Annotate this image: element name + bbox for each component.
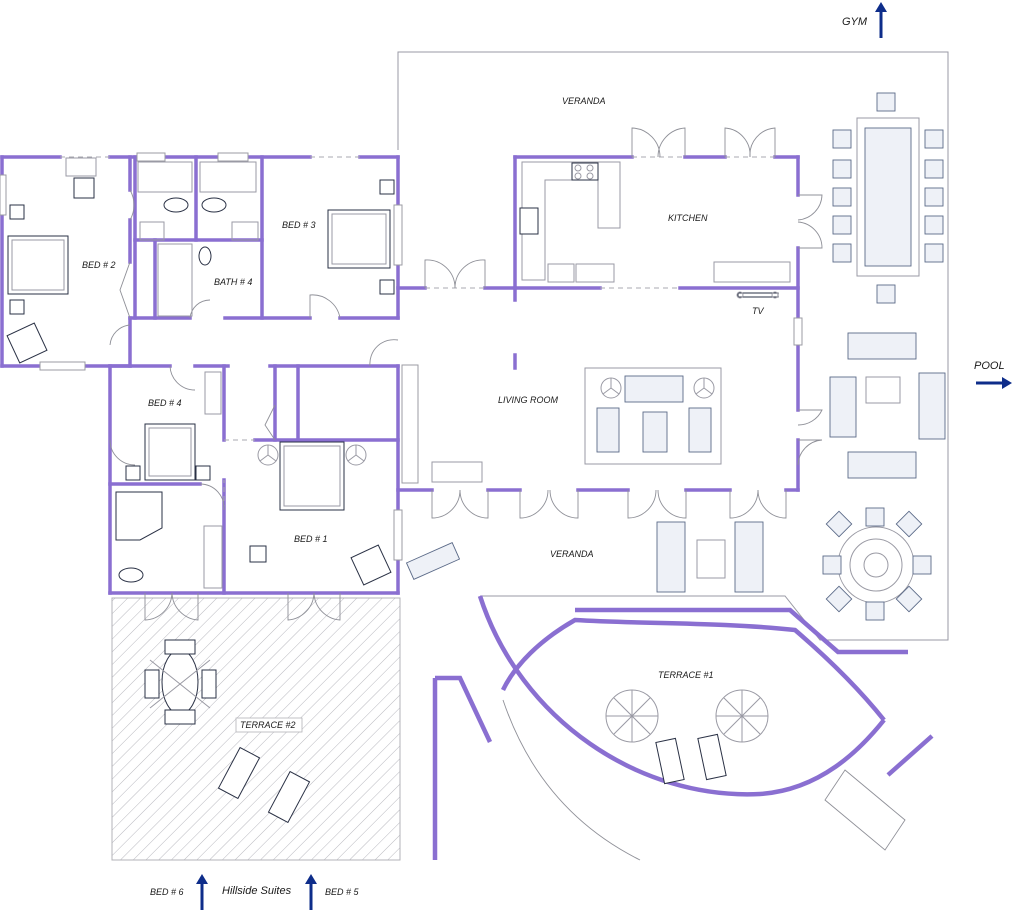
label-bed-6: BED # 6 — [150, 887, 184, 897]
label-veranda-bottom: VERANDA — [550, 549, 594, 559]
round-table-set — [822, 507, 932, 621]
bed-3-furniture — [327, 179, 395, 295]
living-room-set — [431, 367, 722, 483]
label-bed-5: BED # 5 — [325, 887, 360, 897]
label-bed-3: BED # 3 — [282, 220, 316, 230]
label-living-room: LIVING ROOM — [498, 395, 559, 405]
label-gym: GYM — [842, 16, 868, 28]
terrace-1-furniture — [605, 689, 769, 785]
lounge-set — [829, 332, 946, 479]
bed-4-furniture — [115, 371, 222, 583]
bath-fixtures — [137, 161, 259, 317]
label-hillside-suites: Hillside Suites — [222, 885, 292, 897]
terrace-2-furniture — [144, 639, 311, 824]
label-veranda-top: VERANDA — [562, 96, 606, 106]
walls — [0, 155, 800, 595]
label-pool: POOL — [974, 360, 1005, 372]
label-terrace-2: TERRACE #2 — [240, 720, 296, 730]
terrace-1-walls — [432, 595, 934, 861]
label-kitchen: KITCHEN — [668, 213, 708, 223]
arrow-gym — [875, 2, 887, 38]
dining-table-set — [832, 92, 944, 304]
label-bath-4: BATH # 4 — [214, 277, 252, 287]
veranda-bottom-set — [405, 521, 764, 593]
bed-1-furniture — [203, 441, 392, 589]
bed-2-furniture — [6, 157, 97, 364]
label-terrace-1: TERRACE #1 — [658, 670, 714, 680]
windows — [0, 152, 803, 561]
label-bed-1: BED # 1 — [294, 534, 328, 544]
arrow-pool — [976, 377, 1012, 389]
tv-unit — [736, 291, 779, 299]
label-bed-4: BED # 4 — [148, 398, 182, 408]
arrow-bed6 — [196, 874, 208, 910]
kitchen-counters — [519, 161, 791, 283]
label-bed-2: BED # 2 — [82, 260, 116, 270]
arrow-bed5 — [305, 874, 317, 910]
label-tv: TV — [752, 306, 764, 316]
doors — [109, 127, 823, 621]
